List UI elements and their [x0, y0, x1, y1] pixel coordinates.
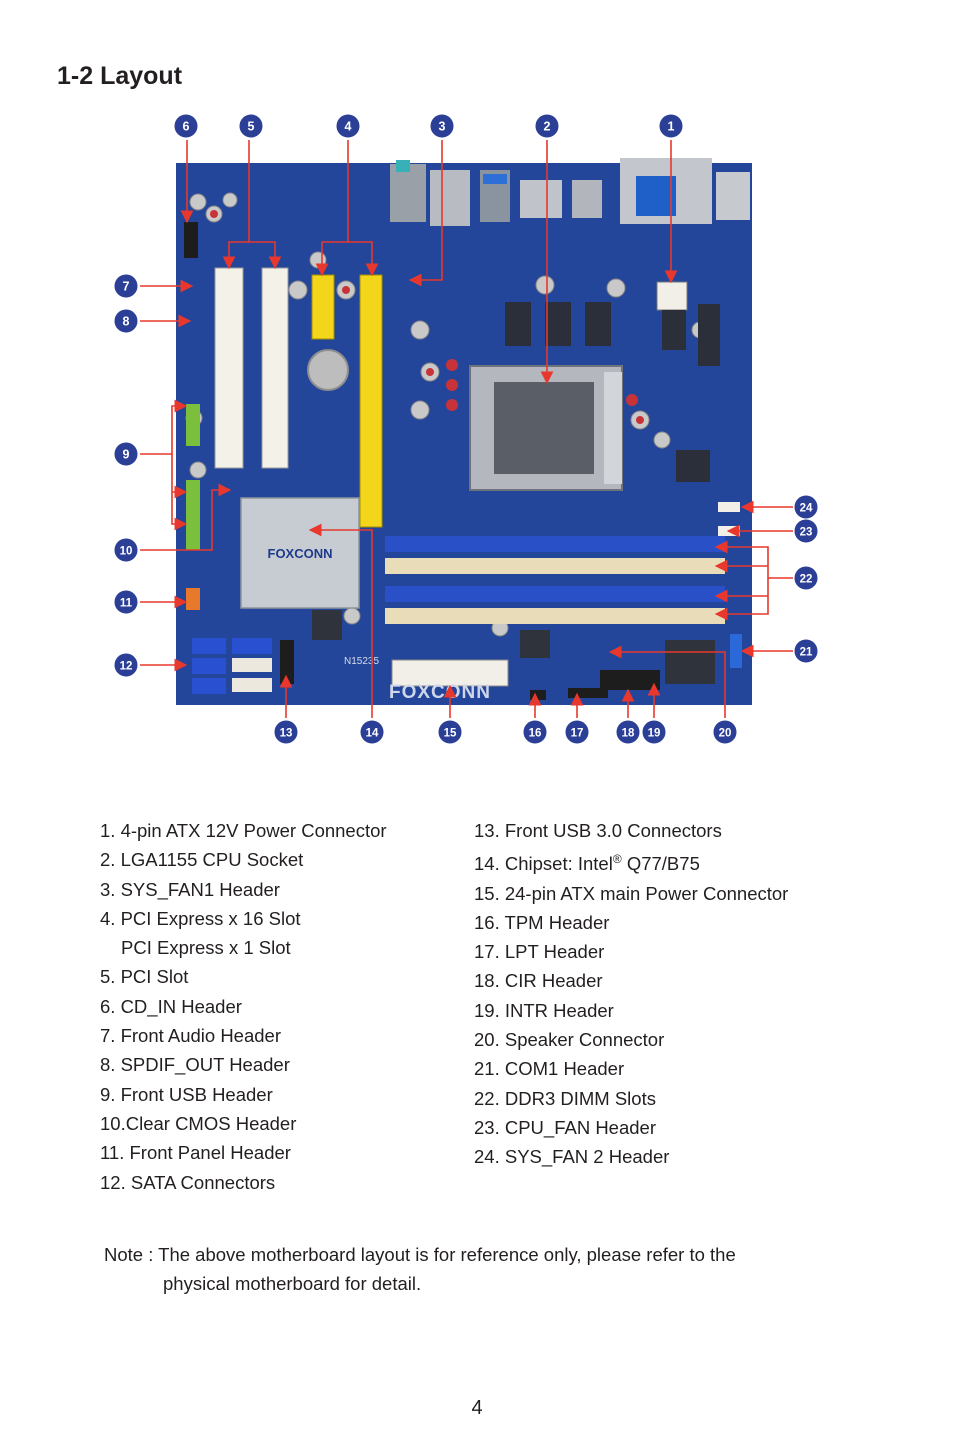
callout-number: 14: [366, 728, 379, 740]
callout-number: 17: [571, 728, 584, 740]
chipset-item: 14. Chipset: Intel® Q77/B75: [474, 845, 788, 878]
callout-number: 24: [800, 503, 813, 515]
callout-number: 18: [622, 728, 635, 740]
chipset-models: Q77/B75: [621, 853, 700, 875]
callout-number: 22: [800, 574, 813, 586]
callout-number: 3: [439, 120, 446, 134]
callout-number: 7: [123, 280, 130, 294]
component-item: 23. CPU_FAN Header: [474, 1116, 657, 1138]
callout-arrows: [140, 140, 793, 718]
component-item: 15. 24-pin ATX main Power Connector: [474, 882, 789, 904]
callout-marker-6: 6: [173, 113, 199, 139]
section-heading: 1-2 Layout: [57, 62, 183, 90]
board-brand-label: FOXCONN: [389, 682, 491, 703]
callout-marker-13: 13: [273, 719, 299, 745]
callout-marker-10: 10: [113, 537, 139, 563]
component-item: 20. Speaker Connector: [474, 1029, 665, 1051]
callout-marker-3: 3: [429, 113, 455, 139]
callout-number: 10: [120, 546, 133, 558]
component-item: 3. SYS_FAN1 Header: [100, 878, 280, 900]
component-item: 21. COM1 Header: [474, 1058, 625, 1080]
page-number: 4: [471, 1397, 483, 1419]
component-item: 8. SPDIF_OUT Header: [100, 1054, 290, 1076]
callout-marker-5: 5: [238, 113, 264, 139]
callout-number: 11: [120, 598, 133, 610]
note-line-2: physical motherboard for detail.: [163, 1273, 422, 1294]
callout-marker-18: 18: [615, 719, 641, 745]
component-item: 10.Clear CMOS Header: [100, 1112, 297, 1134]
callout-marker-15: 15: [437, 719, 463, 745]
callout-marker-9: 9: [113, 441, 139, 467]
callout-number: 21: [800, 647, 813, 659]
layout-note: Note : The above motherboard layout is f…: [104, 1240, 736, 1298]
motherboard-photo: FOXCONN FOXCONN N15235: [176, 158, 752, 705]
component-item: 22. DDR3 DIMM Slots: [474, 1087, 656, 1109]
callout-number: 2: [544, 120, 551, 134]
component-item: 7. Front Audio Header: [100, 1025, 281, 1047]
callout-marker-17: 17: [564, 719, 590, 745]
component-item: 9. Front USB Header: [100, 1083, 273, 1105]
callout-marker-24: 24: [793, 494, 819, 520]
component-item: PCI Express x 1 Slot: [121, 937, 291, 959]
registered-mark: ®: [612, 852, 622, 867]
component-item: 17. LPT Header: [474, 941, 605, 963]
callout-number: 4: [345, 120, 352, 134]
callout-number: 19: [648, 728, 661, 740]
callout-number: 5: [248, 120, 255, 134]
component-item: 24. SYS_FAN 2 Header: [474, 1146, 670, 1168]
component-item: 13. Front USB 3.0 Connectors: [474, 820, 722, 841]
callout-marker-8: 8: [113, 308, 139, 334]
component-item: 1. 4-pin ATX 12V Power Connector: [100, 820, 387, 841]
component-item: 4. PCI Express x 16 Slot: [100, 907, 301, 929]
component-item: 2. LGA1155 CPU Socket: [100, 849, 304, 871]
callout-number: 15: [444, 728, 457, 740]
callout-number: 13: [280, 728, 293, 740]
callout-marker-22: 22: [793, 565, 819, 591]
callout-marker-16: 16: [522, 719, 548, 745]
motherboard-layout-figure: FOXCONN FOXCONN N15235: [113, 113, 819, 745]
component-item: 6. CD_IN Header: [100, 995, 242, 1017]
callout-marker-20: 20: [712, 719, 738, 745]
callout-marker-23: 23: [793, 518, 819, 544]
callout-number: 12: [120, 661, 133, 673]
callout-number: 16: [529, 728, 542, 740]
callout-number: 1: [668, 120, 675, 134]
callout-marker-12: 12: [113, 652, 139, 678]
component-list-left: 1. 4-pin ATX 12V Power Connector 2. LGA1…: [100, 816, 387, 1197]
board-code: N15235: [344, 656, 379, 667]
callout-marker-2: 2: [534, 113, 560, 139]
callout-number: 8: [123, 315, 130, 329]
callout-number: 20: [719, 728, 732, 740]
callout-marker-21: 21: [793, 638, 819, 664]
callout-number: 23: [800, 527, 813, 539]
chipset-label: 14. Chipset: Intel: [474, 853, 613, 875]
callout-marker-11: 11: [113, 589, 139, 615]
callout-marker-14: 14: [359, 719, 385, 745]
callout-marker-4: 4: [335, 113, 361, 139]
component-item: 5. PCI Slot: [100, 966, 189, 988]
callout-number: 9: [123, 448, 130, 462]
component-item: 16. TPM Header: [474, 911, 610, 933]
note-line-1: Note : The above motherboard layout is f…: [104, 1244, 736, 1265]
callout-number: 6: [183, 120, 190, 134]
callout-marker-1: 1: [658, 113, 684, 139]
callout-marker-7: 7: [113, 273, 139, 299]
callout-marker-19: 19: [641, 719, 667, 745]
component-item: 18. CIR Header: [474, 970, 603, 992]
component-item: 12. SATA Connectors: [100, 1171, 276, 1193]
component-list-right: 13. Front USB 3.0 Connectors 14. Chipset…: [474, 816, 788, 1172]
component-item: 11. Front Panel Header: [100, 1142, 291, 1164]
component-item: 19. INTR Header: [474, 999, 614, 1021]
heatsink-logo: FOXCONN: [268, 546, 333, 561]
